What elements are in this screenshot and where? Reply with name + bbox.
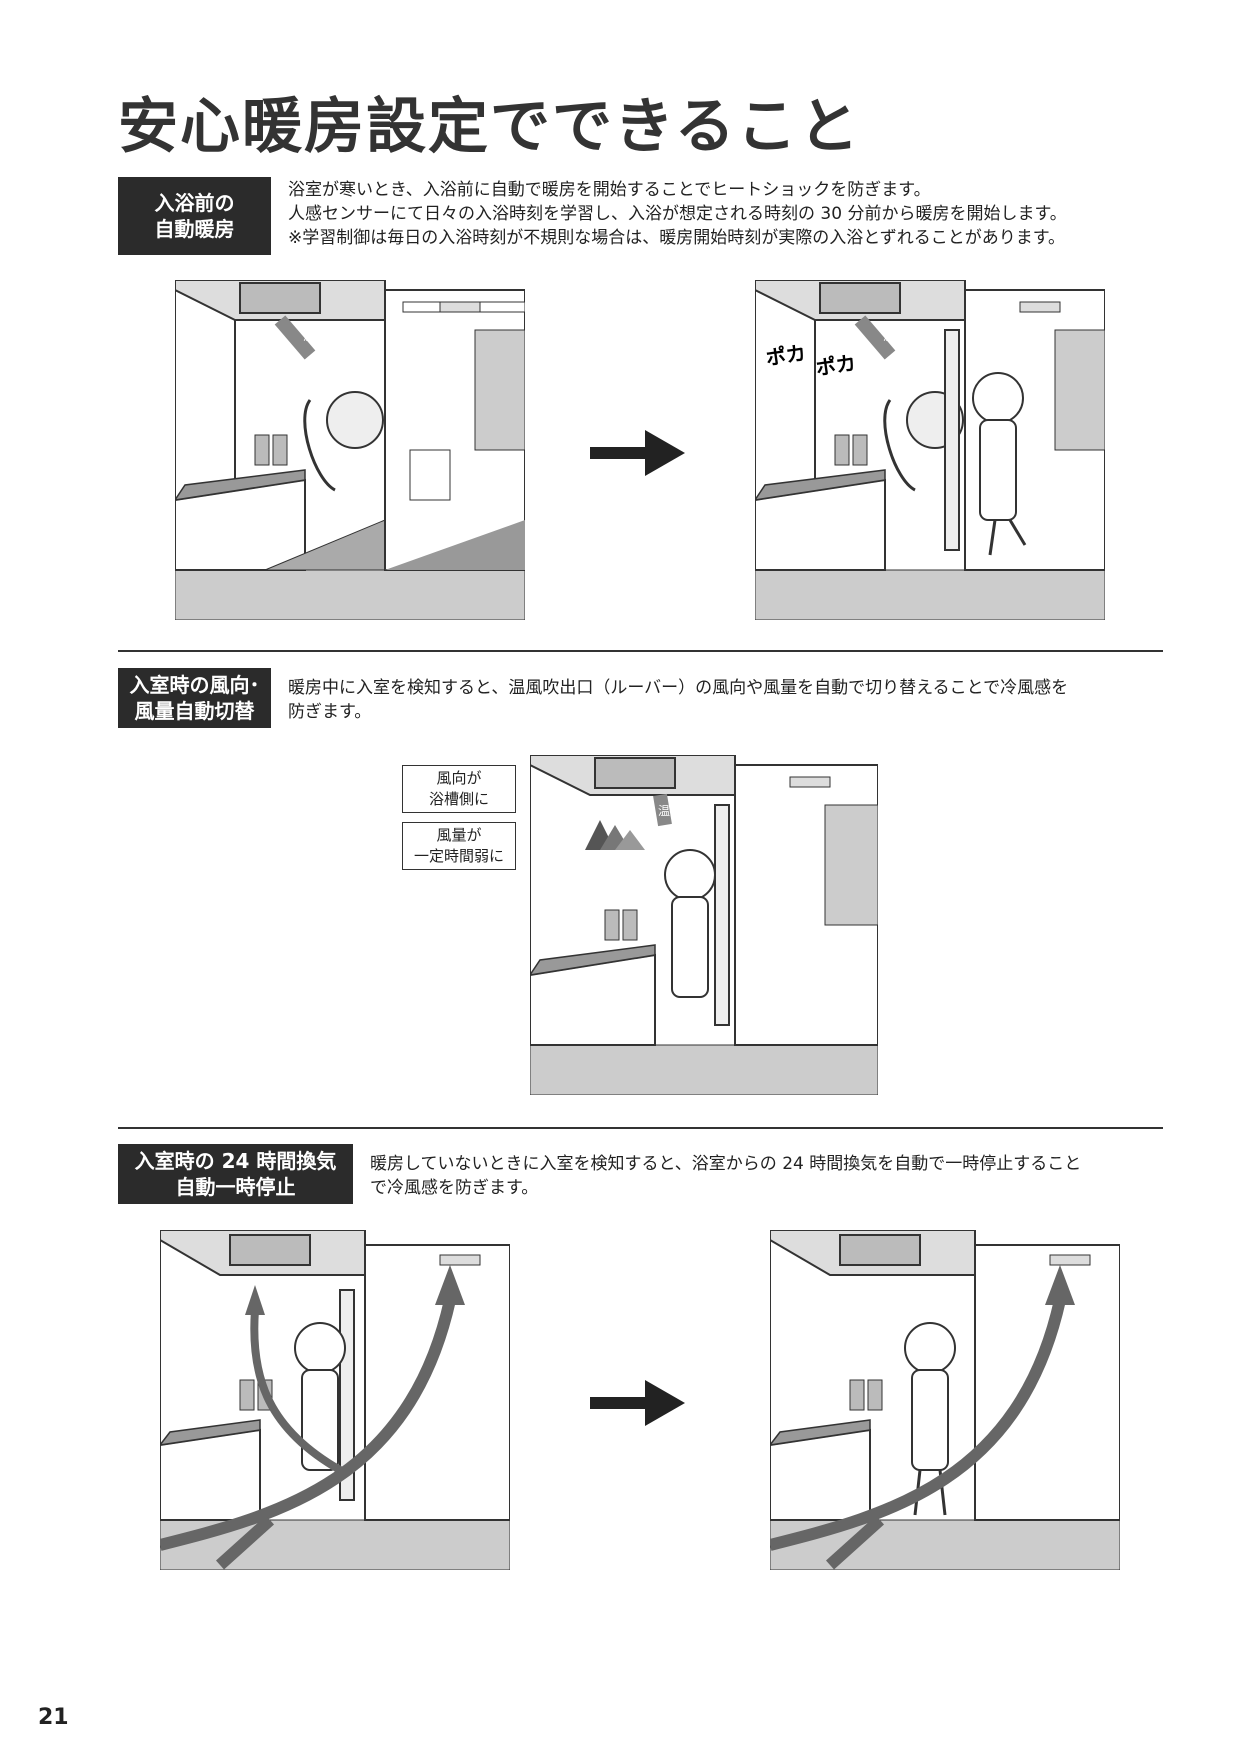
desc-line: 暖房中に入室を検知すると、温風吹出口（ルーバー）の風向や風量を自動で切り替えるこ… — [288, 678, 1069, 698]
section-label-pre-bath-heating: 入浴前の 自動暖房 — [118, 177, 271, 255]
desc-line: ※学習制御は毎日の入浴時刻が不規則な場合は、暖房開始時刻が実際の入浴とずれること… — [288, 228, 1066, 248]
bathroom-illustration-after: 温風 ポカ ポカ — [755, 280, 1105, 620]
label-line: 自動一時停止 — [175, 1175, 296, 1199]
poka-text: ポカ — [814, 351, 857, 380]
warm-air-label: 温風 — [303, 329, 327, 343]
right-arrow-icon — [590, 430, 685, 476]
section-description: 暖房中に入室を検知すると、温風吹出口（ルーバー）の風向や風量を自動で切り替えるこ… — [288, 676, 1068, 724]
desc-line: 暖房していないときに入室を検知すると、浴室からの 24 時間換気を自動で一時停止… — [370, 1154, 1082, 1174]
desc-line: で冷風感を防ぎます。 — [370, 1178, 539, 1198]
page-title: 安心暖房設定でできること — [118, 92, 861, 162]
warm-air-label: 温風 — [658, 804, 682, 818]
label-line: 自動暖房 — [154, 217, 235, 241]
bathroom-illustration-ventilation-after — [770, 1230, 1120, 1570]
tag-line: 風向が — [436, 769, 482, 787]
label-line: 入室時の風向･ — [129, 673, 260, 697]
tag-line: 一定時間弱に — [413, 847, 504, 865]
right-arrow-icon — [590, 1380, 685, 1426]
section-description: 暖房していないときに入室を検知すると、浴室からの 24 時間換気を自動で一時停止… — [370, 1152, 1081, 1200]
bathroom-illustration-ventilation-before — [160, 1230, 510, 1570]
section-label-airflow-switch: 入室時の風向･ 風量自動切替 — [118, 668, 271, 728]
tag-line: 浴槽側に — [428, 790, 489, 808]
section-description: 浴室が寒いとき、入浴前に自動で暖房を開始することでヒートショックを防ぎます。 人… — [288, 178, 1067, 250]
tag-line: 風量が — [436, 826, 482, 844]
desc-line: 防ぎます。 — [288, 702, 372, 722]
poka-text: ポカ — [764, 341, 807, 370]
tag-air-volume: 風量が 一定時間弱に — [402, 822, 516, 870]
section-divider — [118, 650, 1163, 652]
label-line: 入室時の 24 時間換気 — [134, 1149, 337, 1173]
tag-air-direction: 風向が 浴槽側に — [402, 765, 516, 813]
page-number: 21 — [38, 1705, 69, 1730]
label-line: 風量自動切替 — [134, 699, 255, 723]
warm-air-label: 温風 — [883, 329, 907, 343]
section-label-ventilation-pause: 入室時の 24 時間換気 自動一時停止 — [118, 1144, 353, 1204]
section-divider — [118, 1127, 1163, 1129]
bathroom-illustration-before: 温風 — [175, 280, 525, 620]
label-line: 入浴前の — [154, 191, 235, 215]
bathroom-illustration-airflow: 温風 — [530, 755, 878, 1095]
desc-line: 浴室が寒いとき、入浴前に自動で暖房を開始することでヒートショックを防ぎます。 — [288, 180, 931, 200]
desc-line: 人感センサーにて日々の入浴時刻を学習し、入浴が想定される時刻の 30 分前から暖… — [288, 204, 1067, 224]
